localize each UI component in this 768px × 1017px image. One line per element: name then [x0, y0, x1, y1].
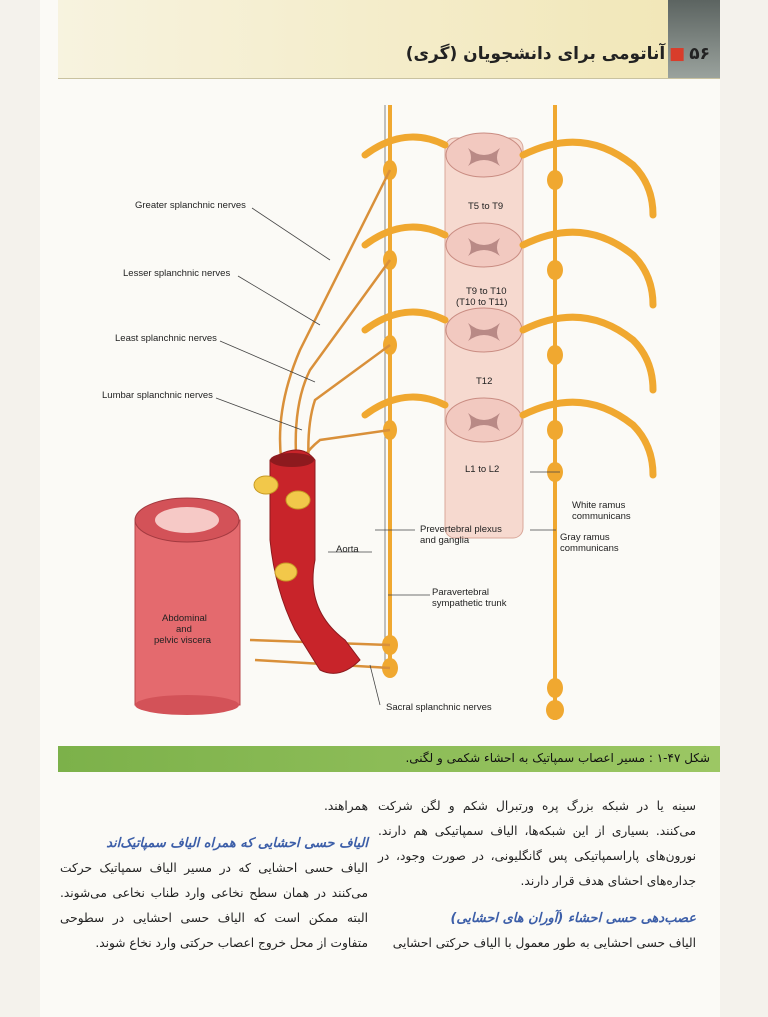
- label-white-ramus-1: White ramus: [572, 500, 626, 511]
- label-gray-ramus-2: communicans: [560, 543, 619, 554]
- label-t12: T12: [476, 376, 492, 387]
- page-header: ۵۶■آناتومی برای دانشجویان (گری): [406, 44, 710, 64]
- label-abdominal-1: Abdominal: [162, 613, 207, 624]
- label-l1-l2: L1 to L2: [465, 464, 499, 475]
- header-photo: [668, 0, 720, 78]
- label-greater-splanchnic: Greater splanchnic nerves: [135, 200, 246, 211]
- label-paravertebral-2: sympathetic trunk: [432, 598, 507, 609]
- left-column: همراهند. الیاف حسی احشایی که همراه الیاف…: [60, 794, 368, 956]
- spinal-cord: [444, 132, 524, 539]
- sympathetic-trunk-left: [384, 105, 392, 675]
- label-lumbar-splanchnic: Lumbar splanchnic nerves: [102, 390, 213, 401]
- viscera-tube: [134, 497, 241, 715]
- header-separator-icon: ■: [669, 44, 686, 64]
- label-abdominal-3: pelvic viscera: [154, 635, 212, 646]
- paragraph: همراهند.: [324, 799, 368, 813]
- label-t9-t10: T9 to T10: [466, 286, 507, 297]
- page-number: ۵۶: [689, 44, 710, 64]
- section-heading: الیاف حسی احشایی که همراه الیاف سمپاتیک‌…: [106, 836, 368, 851]
- figure-caption: شکل ۴۷-۱ : مسیر اعصاب سمپاتیک به احشاء ش…: [405, 751, 710, 765]
- figure-caption-bar: شکل ۴۷-۱ : مسیر اعصاب سمپاتیک به احشاء ش…: [58, 746, 720, 772]
- label-prevertebral-1: Prevertebral plexus: [420, 524, 502, 535]
- header-band: [58, 0, 720, 78]
- header-divider: [58, 78, 720, 79]
- label-t5-t9: T5 to T9: [468, 201, 503, 212]
- label-prevertebral-2: and ganglia: [420, 535, 470, 546]
- label-least-splanchnic: Least splanchnic nerves: [115, 333, 217, 344]
- right-column: سینه یا در شبکه بزرگ پره ورتبرال شکم و ل…: [378, 794, 696, 956]
- label-abdominal-2: and: [176, 624, 192, 635]
- paragraph: الیاف حسی احشایی به طور معمول با الیاف ح…: [392, 936, 696, 950]
- label-gray-ramus-1: Gray ramus: [560, 532, 610, 543]
- label-paravertebral-1: Paravertebral: [432, 587, 489, 598]
- label-lesser-splanchnic: Lesser splanchnic nerves: [123, 268, 230, 279]
- spinal-nerves: [361, 133, 657, 479]
- label-sacral-splanchnic: Sacral splanchnic nerves: [386, 702, 492, 713]
- section-heading: عصب‌دهی حسی احشاء (آوران های احشایی): [450, 911, 696, 926]
- prevertebral-ganglia: [253, 475, 311, 582]
- label-t10-t11: (T10 to T11): [456, 297, 507, 308]
- label-aorta: Aorta: [336, 544, 359, 555]
- aorta-vessel: [269, 449, 361, 674]
- leader-lines: [215, 207, 560, 706]
- paragraph: سینه یا در شبکه بزرگ پره ورتبرال شکم و ل…: [378, 799, 696, 888]
- paragraph: الیاف حسی احشایی که در مسیر الیاف سمپاتی…: [60, 861, 368, 950]
- book-title: آناتومی برای دانشجویان (گری): [405, 44, 666, 64]
- label-white-ramus-2: communicans: [572, 511, 631, 522]
- anatomy-figure: Greater splanchnic nerves Lesser splanch…: [102, 105, 657, 720]
